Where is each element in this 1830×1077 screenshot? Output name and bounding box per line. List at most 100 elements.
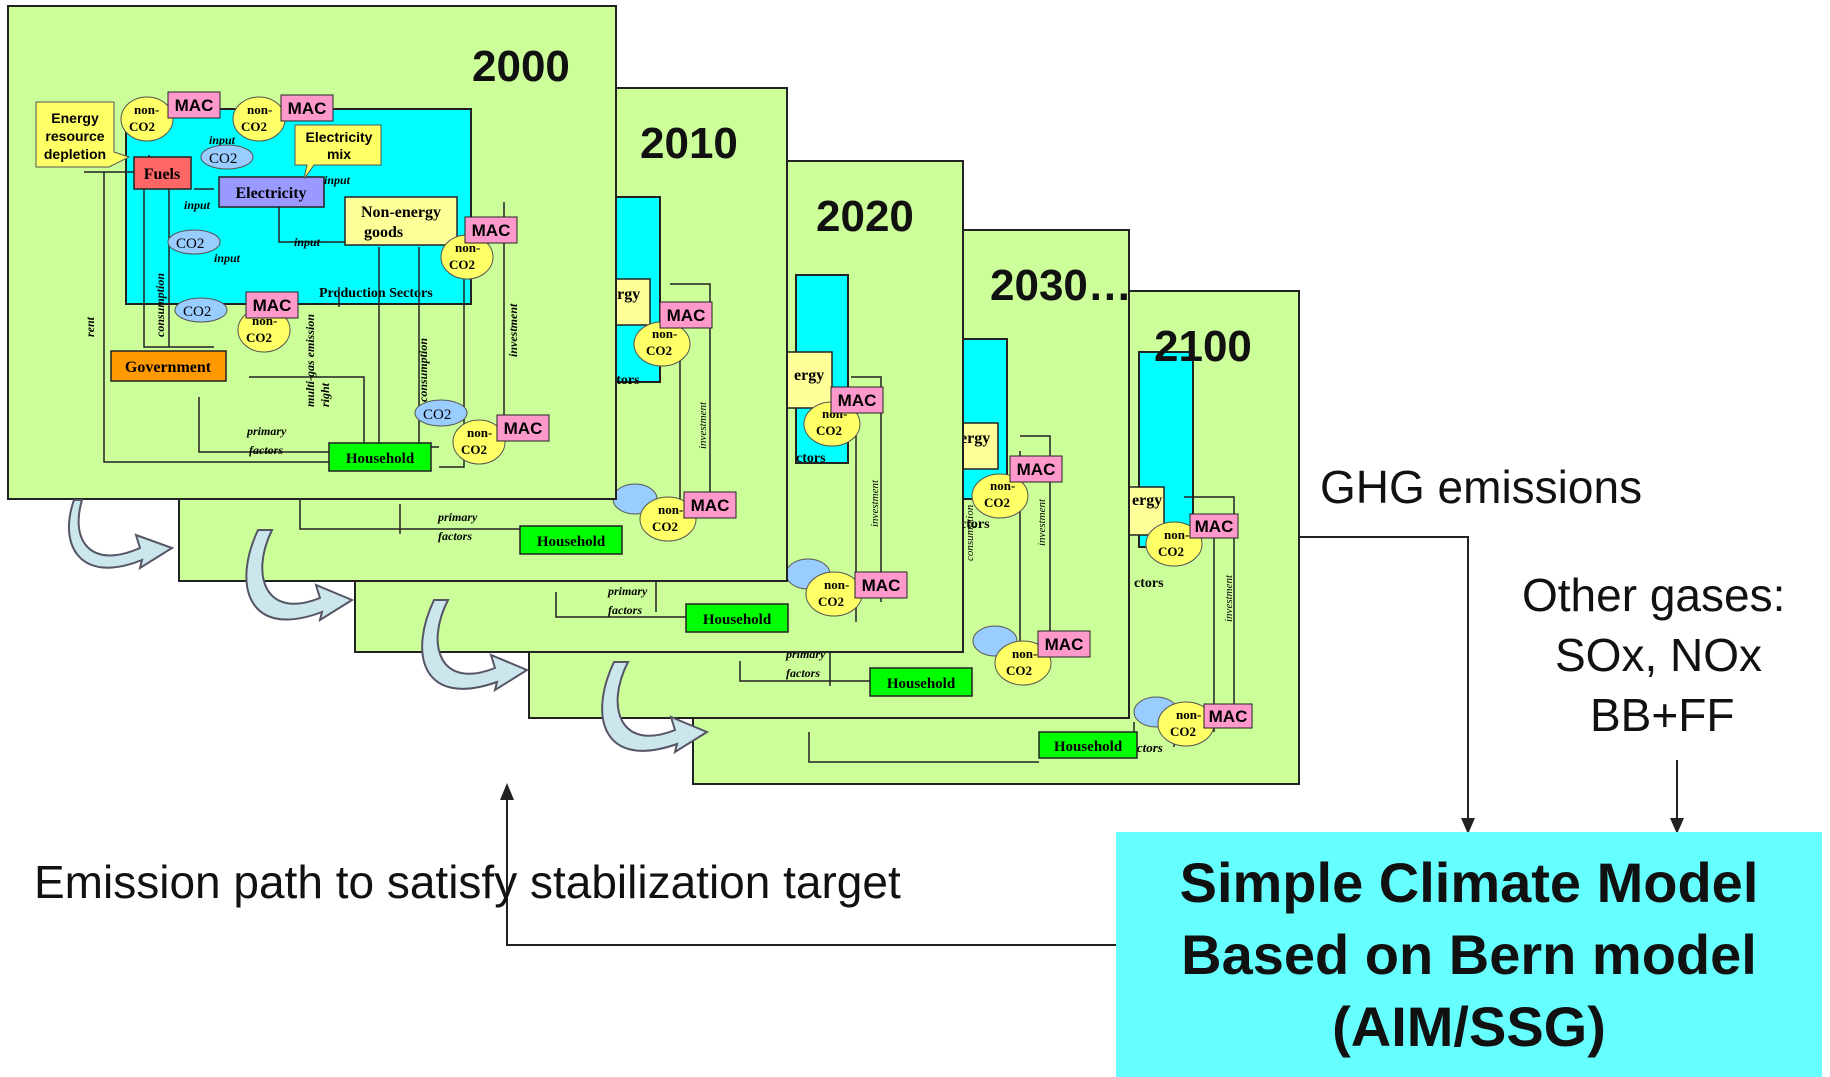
svg-text:CO2: CO2 — [984, 495, 1010, 510]
other-gases-sox-nox-label: SOx, NOx — [1555, 629, 1763, 681]
svg-text:factors: factors — [249, 443, 283, 457]
svg-text:investment: investment — [506, 303, 520, 357]
svg-text:consumption: consumption — [153, 273, 167, 337]
svg-text:primary: primary — [437, 510, 478, 524]
svg-text:CO2: CO2 — [1006, 663, 1032, 678]
svg-text:Electricity: Electricity — [235, 185, 306, 202]
svg-text:CO2: CO2 — [209, 151, 237, 167]
svg-text:MAC: MAC — [862, 576, 901, 595]
svg-text:CO2: CO2 — [1158, 544, 1184, 559]
household-node — [328, 442, 432, 472]
svg-text:non-: non- — [455, 240, 480, 255]
svg-text:Fuels: Fuels — [144, 166, 180, 183]
svg-text:input: input — [324, 173, 351, 187]
svg-text:MAC: MAC — [472, 221, 511, 240]
svg-text:non-: non- — [1012, 646, 1037, 661]
svg-text:right: right — [318, 382, 332, 407]
svg-text:MAC: MAC — [288, 99, 327, 118]
svg-text:input: input — [209, 133, 236, 147]
svg-text:non-: non- — [247, 102, 272, 117]
year-label-2020: 2020 — [816, 192, 914, 241]
svg-text:MAC: MAC — [253, 296, 292, 315]
year-label-2010: 2010 — [640, 119, 738, 168]
year-label-2030: 2030… — [990, 261, 1130, 310]
svg-text:MAC: MAC — [1209, 707, 1248, 726]
svg-text:resource: resource — [45, 128, 104, 144]
svg-text:non-: non- — [652, 326, 677, 341]
simple-climate-model-box: Simple Climate Model Based on Bern model… — [1116, 832, 1822, 1077]
svg-text:ergy: ergy — [1132, 492, 1162, 509]
svg-text:Government: Government — [125, 359, 212, 376]
svg-text:CO2: CO2 — [129, 119, 155, 134]
svg-text:non-: non- — [467, 425, 492, 440]
svg-text:investment: investment — [1223, 574, 1235, 622]
svg-text:investment: investment — [1036, 498, 1048, 546]
year-panel-2000: Production Sectors Fuels Electricity Non… — [7, 5, 617, 500]
svg-text:Household: Household — [887, 676, 956, 692]
svg-text:Electricity: Electricity — [306, 129, 373, 145]
svg-text:CO2: CO2 — [652, 519, 678, 534]
svg-text:non-: non- — [824, 577, 849, 592]
ghg-emissions-label: GHG emissions — [1320, 461, 1643, 513]
emission-path-label: Emission path to satisfy stabilization t… — [34, 856, 901, 908]
svg-text:Household: Household — [537, 534, 606, 550]
svg-text:input: input — [294, 235, 321, 249]
svg-text:ctors: ctors — [610, 373, 640, 388]
svg-text:ergy: ergy — [960, 430, 990, 447]
svg-text:factors: factors — [608, 603, 642, 617]
svg-text:mix: mix — [327, 146, 351, 162]
svg-text:Non-energy: Non-energy — [361, 204, 441, 221]
model-title-line3: (AIM/SSG) — [1332, 994, 1606, 1058]
production-sectors-label: Production Sectors — [319, 286, 433, 301]
panel-2020-flow: ergy ctors primary factors Household inv… — [555, 274, 908, 633]
svg-text:CO2: CO2 — [423, 407, 451, 423]
svg-text:MAC: MAC — [691, 496, 730, 515]
year-label-2100: 2100 — [1154, 322, 1252, 371]
svg-text:CO2: CO2 — [461, 442, 487, 457]
svg-text:MAC: MAC — [175, 96, 214, 115]
other-gases-label: Other gases: — [1522, 569, 1786, 621]
fuels-node — [133, 156, 192, 190]
svg-text:ergy: ergy — [610, 286, 640, 303]
svg-text:ctors: ctors — [1134, 576, 1164, 591]
year-label-2000: 2000 — [472, 42, 570, 91]
panel-2100-flow: ergy ctors factors Household investment … — [808, 351, 1253, 763]
svg-text:Household: Household — [703, 612, 772, 628]
svg-text:non-: non- — [1164, 527, 1189, 542]
svg-text:CO2: CO2 — [241, 119, 267, 134]
svg-text:rent: rent — [83, 316, 97, 337]
svg-text:investment: investment — [697, 401, 709, 449]
model-title-line1: Simple Climate Model — [1179, 850, 1759, 914]
svg-text:factors: factors — [786, 666, 820, 680]
svg-text:ergy: ergy — [794, 367, 824, 384]
svg-text:CO2: CO2 — [176, 236, 204, 252]
electricity-node — [218, 176, 325, 208]
svg-text:primary: primary — [607, 584, 648, 598]
other-gases-bbff-label: BB+FF — [1590, 689, 1735, 741]
svg-text:input: input — [184, 198, 211, 212]
government-node — [110, 350, 227, 382]
cycle-arrow-1 — [68, 499, 175, 571]
svg-text:Energy: Energy — [51, 110, 99, 126]
svg-text:Household: Household — [346, 451, 415, 467]
model-title-line2: Based on Bern model — [1181, 922, 1757, 986]
svg-text:primary: primary — [246, 424, 287, 438]
svg-text:input: input — [214, 251, 241, 265]
svg-text:Household: Household — [1054, 739, 1123, 755]
svg-text:MAC: MAC — [504, 419, 543, 438]
svg-text:CO2: CO2 — [646, 343, 672, 358]
svg-text:MAC: MAC — [1045, 635, 1084, 654]
svg-text:MAC: MAC — [1195, 517, 1234, 536]
non-energy-goods-node — [344, 196, 458, 246]
svg-text:ctors: ctors — [960, 517, 990, 532]
svg-text:CO2: CO2 — [816, 423, 842, 438]
svg-text:CO2: CO2 — [818, 594, 844, 609]
svg-text:ctors: ctors — [796, 451, 826, 466]
svg-text:multi-gas emission: multi-gas emission — [303, 314, 317, 407]
svg-text:CO2: CO2 — [246, 330, 272, 345]
svg-text:non-: non- — [134, 102, 159, 117]
svg-text:investment: investment — [869, 479, 881, 527]
svg-text:depletion: depletion — [44, 146, 106, 162]
svg-text:non-: non- — [1176, 707, 1201, 722]
